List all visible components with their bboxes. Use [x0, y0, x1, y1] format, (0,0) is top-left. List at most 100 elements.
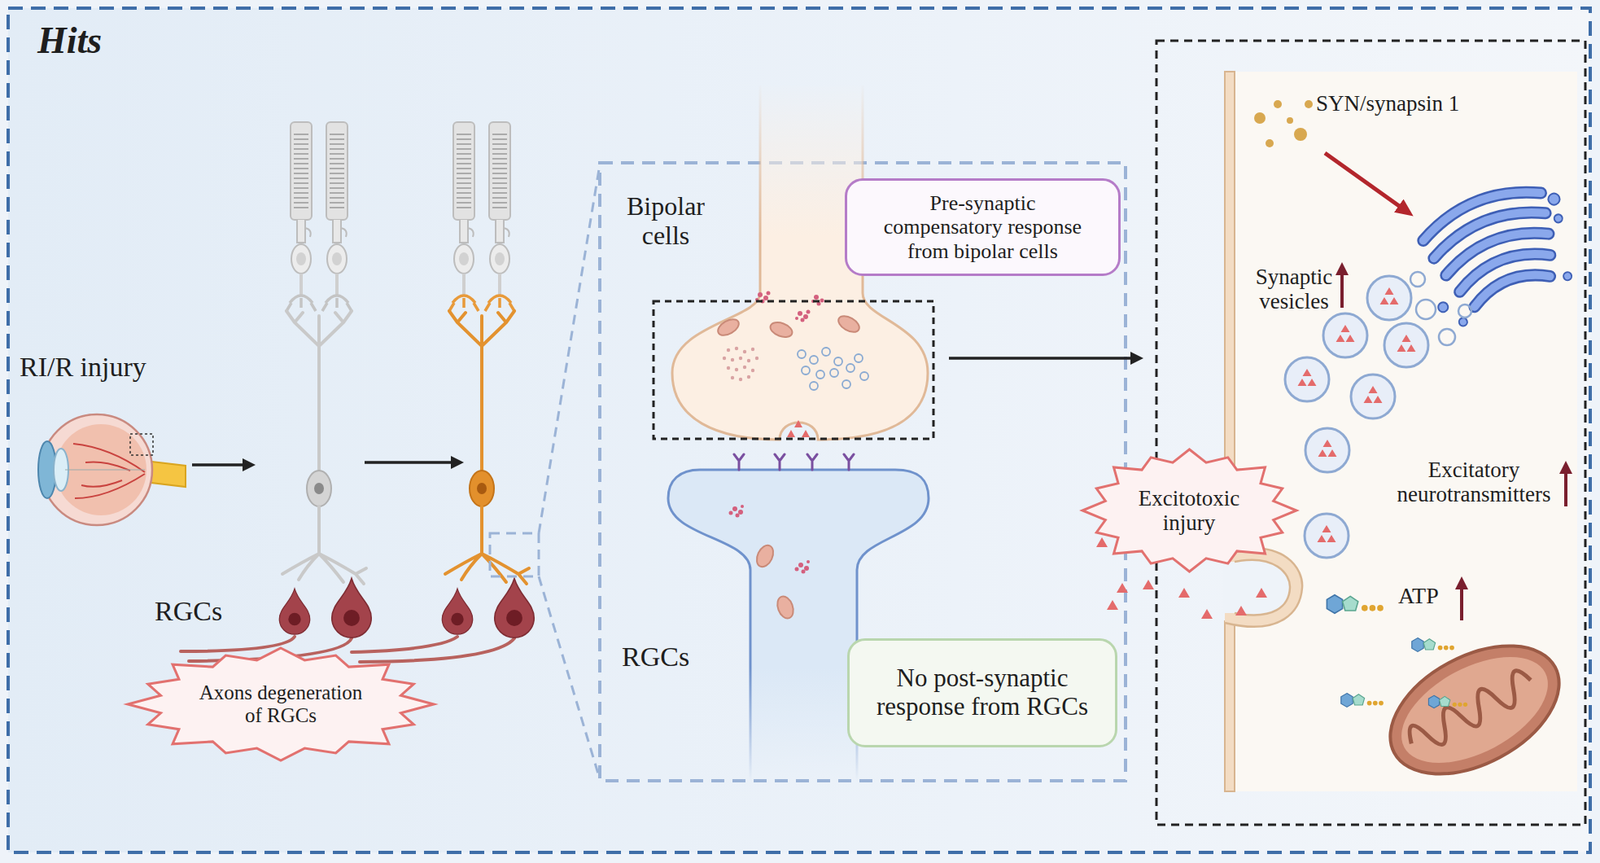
cell-label: RGCs: [154, 595, 223, 627]
synapsin-dots: [1254, 112, 1266, 124]
increase-arrows: [1460, 587, 1464, 621]
rgc-dendrite: [729, 504, 811, 574]
injured-neuron: [467, 227, 474, 237]
healthy-neuron: [291, 244, 311, 274]
golgi-apparatus: [1416, 178, 1571, 316]
zoom-indicator: [489, 533, 539, 577]
rgc-dendrite: [735, 513, 740, 518]
detail-arrow: [948, 356, 1133, 360]
progress-arrow: [364, 460, 453, 464]
injured-neuron: [489, 122, 511, 220]
text-stack: Axons degeneration of RGCs: [193, 681, 369, 727]
atp-molecules: [1326, 594, 1383, 613]
injured-neuron: [485, 295, 515, 311]
golgi-apparatus: [1436, 300, 1450, 314]
text-stack: No post-synaptic response from RGCs: [864, 664, 1101, 721]
rgc-dendrite: [801, 569, 806, 574]
healthy-neuron: [340, 227, 347, 237]
presynaptic-membrane: [1224, 620, 1235, 792]
postsynaptic-box: No post-synaptic response from RGCs: [847, 638, 1118, 748]
bipolar-terminal: [830, 368, 839, 377]
injured-neuron: [453, 122, 475, 220]
healthy-neuron: [322, 122, 352, 311]
healthy-neuron: [288, 612, 301, 626]
bipolar-terminal: [801, 366, 810, 375]
synapsin-dots: [1286, 117, 1294, 124]
mitochondrion: [1384, 634, 1566, 785]
synapsin-dots: [1265, 139, 1274, 148]
node-text: Excitotoxic injury: [1123, 485, 1255, 535]
injured-neuron: [476, 482, 487, 494]
synapsin-dots: [1293, 127, 1308, 141]
atp-molecules: [1412, 638, 1455, 652]
synaptic-vesicles: [1285, 271, 1472, 558]
eye-illustration: [130, 433, 154, 455]
golgi-apparatus: [1552, 213, 1564, 224]
eye-illustration: [55, 424, 147, 516]
synapsin-dots: [1254, 100, 1313, 148]
injured-neuron: [456, 130, 472, 210]
bipolar-terminal: [757, 292, 763, 298]
healthy-neuron: [282, 506, 367, 584]
diagram-title: Hits: [37, 19, 102, 62]
injured-neuron: [450, 612, 464, 626]
healthy-neuron: [326, 122, 348, 220]
healthy-neuron: [279, 588, 310, 634]
bipolar-terminal: [806, 310, 811, 315]
healthy-neuron: [286, 295, 316, 311]
healthy-neuron: [306, 470, 332, 507]
bipolar-terminal: [715, 315, 742, 339]
rgc-dendrite: [774, 594, 796, 621]
increase-arrows: [1340, 273, 1344, 308]
healthy-neuron: [286, 310, 352, 473]
golgi-apparatus: [1562, 271, 1574, 282]
burst-outline: [1082, 449, 1297, 572]
bipolar-terminal: [800, 318, 805, 323]
atp-molecules: [1341, 693, 1384, 708]
bipolar-terminal: [730, 358, 735, 362]
transmitter-label: Excitatory neurotransmitters: [1393, 457, 1555, 507]
healthy-neuron: [297, 219, 306, 243]
outer-frame: [8, 8, 1591, 853]
rgc-dendrite: [740, 504, 744, 508]
eye-illustration: [73, 443, 145, 499]
synaptic-vesicles: [1410, 271, 1426, 287]
degeneration-burst: Axons degeneration of RGCs: [127, 647, 434, 761]
injured-neuron: [454, 244, 474, 274]
bipolar-terminal: [835, 312, 862, 336]
cell-label: Bipolar cells: [608, 192, 723, 251]
injured-neuron: [449, 295, 479, 311]
healthy-neuron: [293, 130, 309, 210]
healthy-neuron: [279, 122, 372, 638]
healthy-neuron: [332, 578, 372, 639]
synaptic-vesicles: [1410, 271, 1472, 346]
atp-molecules: [1326, 594, 1468, 709]
bipolar-terminal: [734, 346, 739, 350]
rgc-dendrite: [753, 542, 777, 570]
healthy-neuron: [305, 227, 311, 237]
bipolar-terminal: [722, 356, 726, 360]
healthy-neuron: [332, 219, 341, 243]
text-stack: Excitotoxic injury: [1123, 485, 1255, 535]
synaptic-vesicles: [1367, 275, 1412, 320]
healthy-neuron: [327, 244, 347, 274]
healthy-neuron: [343, 609, 360, 626]
bipolar-terminal: [821, 347, 831, 356]
bipolar-terminal: [797, 349, 806, 359]
bipolar-terminal: [726, 348, 731, 352]
synaptic-vesicles: [1305, 428, 1350, 473]
bipolar-terminal: [743, 365, 747, 369]
eye-illustration: [41, 414, 153, 525]
synapsin-dots: [1304, 100, 1313, 109]
injured-neuron: [494, 578, 534, 639]
bipolar-terminal: [751, 368, 755, 372]
node-text: Pre-synaptic compensatory response from …: [877, 191, 1089, 263]
bipolar-terminal: [751, 347, 755, 351]
rgc-axons: [359, 638, 515, 662]
synaptic-vesicles: [1323, 313, 1368, 358]
bipolar-terminal: [747, 358, 751, 363]
injury-label: RI/R injury: [19, 351, 147, 383]
injured-neuron: [449, 310, 515, 473]
injured-neuron: [462, 273, 466, 295]
